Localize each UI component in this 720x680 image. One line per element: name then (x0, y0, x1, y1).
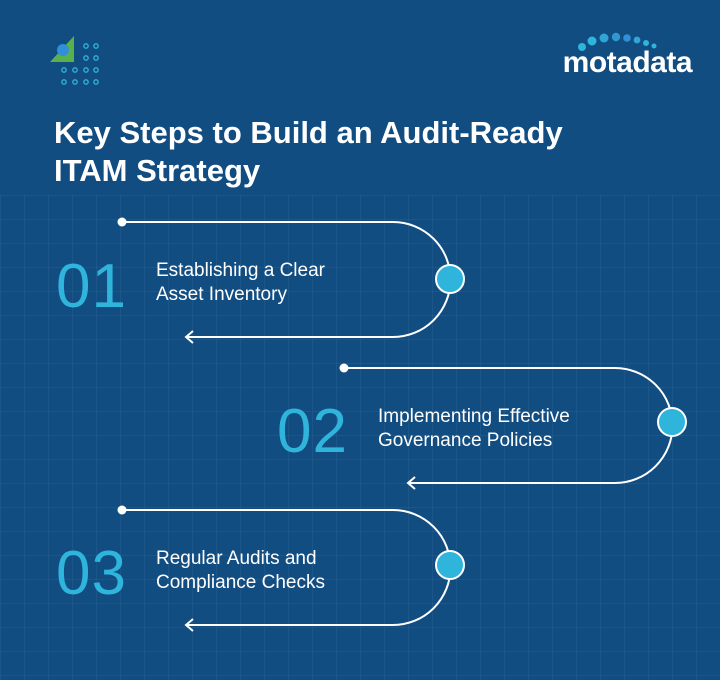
step-1-line-2: Asset Inventory (156, 284, 287, 305)
start-dot-2 (339, 363, 349, 373)
start-dot-1 (117, 217, 127, 227)
step-number-2: 02 (277, 397, 348, 466)
title-line-1: Key Steps to Build an Audit-Ready (54, 115, 563, 150)
step-2-line-1: Implementing Effective (378, 406, 570, 427)
step-number-3: 03 (56, 539, 127, 608)
decorative-dots-icon (50, 36, 99, 85)
logo-dots-icon (578, 32, 657, 51)
step-1-line-1: Establishing a Clear (156, 260, 325, 281)
step-2-line-2: Governance Policies (378, 430, 553, 451)
page-title: Key Steps to Build an Audit-Ready ITAM S… (54, 114, 654, 190)
brand-name: motadata (562, 46, 693, 79)
arrow-head-2 (406, 476, 416, 490)
node-circle-1 (435, 264, 465, 294)
brand-logo: motadata (532, 32, 693, 80)
grid-background (0, 195, 720, 680)
step-label-1: Establishing a Clear Asset Inventory (156, 259, 436, 307)
start-dot-3 (117, 505, 127, 515)
title-line-2: ITAM Strategy (54, 153, 261, 188)
node-circle-3 (435, 550, 465, 580)
arrow-head-3 (184, 618, 194, 632)
step-number-1: 01 (56, 252, 127, 321)
step-label-2: Implementing Effective Governance Polici… (378, 405, 658, 453)
step-3-line-1: Regular Audits and (156, 548, 317, 569)
node-circle-2 (657, 407, 687, 437)
arrow-head-1 (184, 330, 194, 344)
step-3-line-2: Compliance Checks (156, 572, 325, 593)
step-label-3: Regular Audits and Compliance Checks (156, 547, 436, 595)
